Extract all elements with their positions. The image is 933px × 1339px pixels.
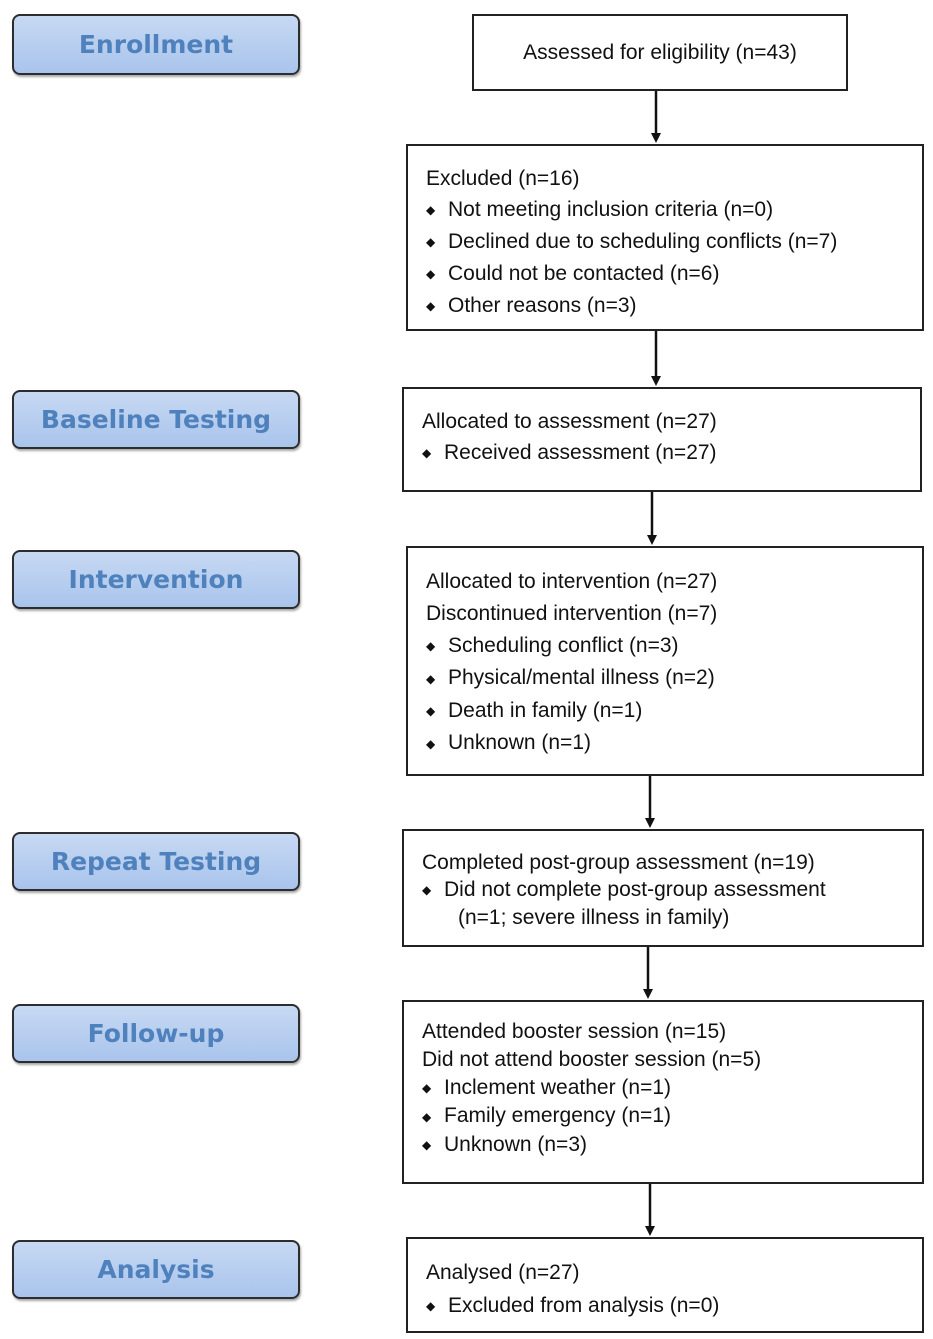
- list-item: ◆ Family emergency (n=1): [422, 1102, 922, 1130]
- box-excluded: Excluded (n=16) ◆ Not meeting inclusion c…: [406, 144, 924, 331]
- bullet-diamond-icon: ◆: [426, 704, 436, 719]
- intervention-item-1: Scheduling conflict (n=3): [448, 634, 679, 657]
- did-not-attend-subtitle: Did not attend booster session (n=5): [422, 1048, 762, 1071]
- list-item: ◆ Death in family (n=1): [426, 695, 922, 727]
- followup-item-2: Family emergency (n=1): [444, 1104, 671, 1128]
- bullet-diamond-icon: ◆: [426, 671, 436, 686]
- stage-label-follow-up: Follow-up: [12, 1004, 300, 1063]
- stage-label-baseline-testing: Baseline Testing: [12, 390, 300, 449]
- excluded-from-analysis-item: Excluded from analysis (n=0): [448, 1294, 720, 1317]
- bullet-diamond-icon: ◆: [422, 1109, 432, 1124]
- box-analysis: Analysed (n=27) ◆ Excluded from analysis …: [406, 1237, 924, 1333]
- bullet-diamond-icon: ◆: [422, 1138, 432, 1153]
- stage-label-intervention: Intervention: [12, 550, 300, 609]
- list-item: ◆ Not meeting inclusion criteria (n=0): [426, 194, 922, 226]
- bullet-diamond-icon: ◆: [426, 1298, 436, 1313]
- stage-label-repeat-testing: Repeat Testing: [12, 832, 300, 891]
- discontinued-intervention-subtitle: Discontinued intervention (n=7): [426, 602, 718, 625]
- bullet-diamond-icon: ◆: [426, 736, 436, 751]
- box-assessed-eligibility: Assessed for eligibility (n=43): [472, 14, 848, 91]
- box-allocated-intervention: Allocated to intervention (n=27) Discont…: [406, 546, 924, 776]
- bullet-diamond-icon: ◆: [426, 234, 436, 249]
- assessed-text: Assessed for eligibility (n=43): [523, 41, 797, 64]
- box-repeat-testing: Completed post-group assessment (n=19) ◆…: [402, 829, 924, 947]
- followup-item-1: Inclement weather (n=1): [444, 1076, 672, 1099]
- stage-label-analysis: Analysis: [12, 1240, 300, 1299]
- did-not-complete-item-continuation: (n=1; severe illness in family): [458, 905, 730, 929]
- box-allocated-assessment: Allocated to assessment (n=27) ◆ Received…: [402, 387, 922, 492]
- bullet-diamond-icon: ◆: [426, 202, 436, 217]
- excluded-item-2: Declined due to scheduling conflicts (n=…: [448, 229, 838, 253]
- bullet-diamond-icon: ◆: [426, 639, 436, 654]
- did-not-complete-item: Did not complete post-group assessment: [444, 878, 826, 901]
- excluded-item-1: Not meeting inclusion criteria (n=0): [448, 198, 774, 221]
- received-assessment-item: Received assessment (n=27): [444, 441, 717, 464]
- list-item: ◆ Unknown (n=3): [422, 1131, 922, 1159]
- allocated-assessment-title: Allocated to assessment (n=27): [422, 410, 717, 433]
- intervention-item-4: Unknown (n=1): [448, 731, 591, 755]
- box-follow-up: Attended booster session (n=15) Did not …: [402, 1000, 924, 1184]
- bullet-diamond-icon: ◆: [422, 445, 432, 460]
- followup-item-3: Unknown (n=3): [444, 1132, 587, 1156]
- bullet-diamond-icon: ◆: [426, 266, 436, 281]
- bullet-diamond-icon: ◆: [422, 1081, 432, 1096]
- bullet-diamond-icon: ◆: [426, 298, 436, 313]
- list-item: ◆ Excluded from analysis (n=0): [426, 1289, 922, 1323]
- list-item: ◆ Did not complete post-group assessment: [422, 876, 922, 904]
- list-item: ◆ Could not be contacted (n=6): [426, 258, 922, 290]
- intervention-item-2: Physical/mental illness (n=2): [448, 666, 715, 690]
- excluded-item-3: Could not be contacted (n=6): [448, 261, 720, 285]
- analysed-title: Analysed (n=27): [426, 1261, 580, 1284]
- bullet-diamond-icon: ◆: [422, 882, 432, 897]
- intervention-item-3: Death in family (n=1): [448, 698, 643, 722]
- completed-post-group-title: Completed post-group assessment (n=19): [422, 851, 815, 874]
- list-item: ◆ Other reasons (n=3): [426, 290, 922, 322]
- list-item: ◆ Declined due to scheduling conflicts (n…: [426, 226, 922, 258]
- stage-label-enrollment: Enrollment: [12, 14, 300, 75]
- attended-booster-title: Attended booster session (n=15): [422, 1020, 727, 1043]
- list-item: ◆ Inclement weather (n=1): [422, 1074, 922, 1102]
- excluded-title: Excluded (n=16): [426, 167, 580, 190]
- list-item: ◆ Physical/mental illness (n=2): [426, 662, 922, 694]
- list-item: ◆ Unknown (n=1): [426, 727, 922, 759]
- list-item: ◆ Scheduling conflict (n=3): [426, 630, 922, 662]
- list-item: ◆ Received assessment (n=27): [422, 437, 920, 469]
- allocated-intervention-title: Allocated to intervention (n=27): [426, 570, 718, 593]
- excluded-item-4: Other reasons (n=3): [448, 293, 637, 317]
